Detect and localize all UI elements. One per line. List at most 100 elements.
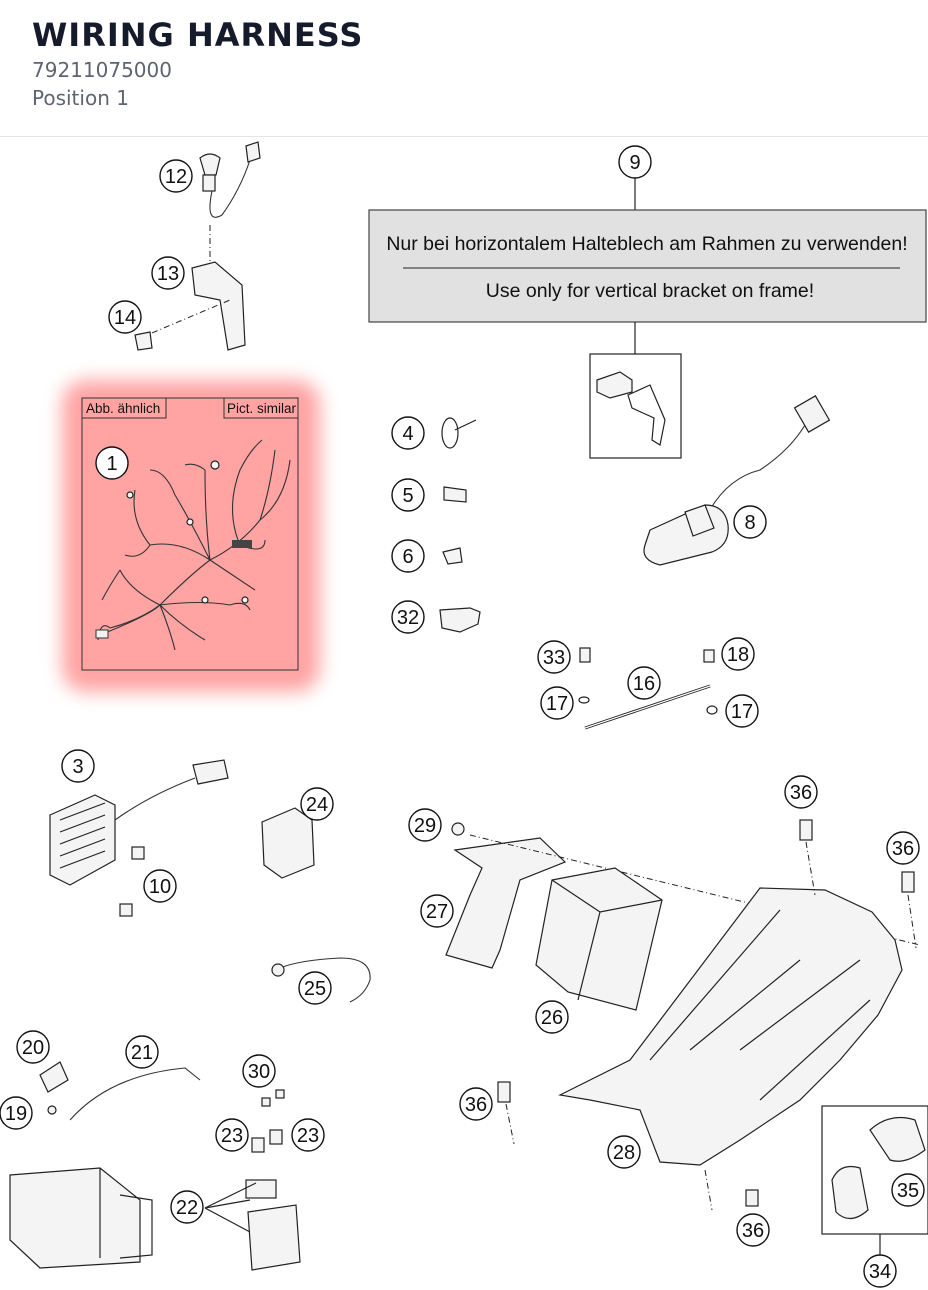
callout-label: 36 bbox=[892, 838, 914, 860]
callout-label: 36 bbox=[790, 782, 812, 804]
callout-circle bbox=[298, 971, 332, 1005]
callout-22[interactable]: 22 bbox=[170, 1190, 204, 1224]
callout-label: 24 bbox=[306, 794, 328, 816]
callout-circle bbox=[721, 637, 755, 671]
callout-circle bbox=[618, 145, 652, 179]
callout-label: 12 bbox=[165, 166, 187, 188]
callout-label: 3 bbox=[72, 756, 83, 778]
callout-circle bbox=[108, 300, 142, 334]
starter-motor-drawing[interactable] bbox=[9, 1167, 153, 1269]
callout-35[interactable]: 35 bbox=[891, 1173, 925, 1207]
callout-label: 23 bbox=[297, 1125, 319, 1147]
callout-label: 13 bbox=[157, 263, 179, 285]
capacitor-drawing[interactable] bbox=[643, 395, 831, 566]
callout-circle bbox=[143, 869, 177, 903]
callout-circle bbox=[540, 686, 574, 720]
callout-17[interactable]: 17 bbox=[540, 686, 574, 720]
callout-4[interactable]: 4 bbox=[391, 416, 425, 450]
callout-label: 10 bbox=[149, 876, 171, 898]
sensor-drawing[interactable] bbox=[134, 141, 261, 351]
callout-16[interactable]: 16 bbox=[627, 666, 661, 700]
callout-23[interactable]: 23 bbox=[215, 1118, 249, 1152]
callout-32[interactable]: 32 bbox=[391, 600, 425, 634]
ground-cable-drawing[interactable] bbox=[279, 957, 371, 1003]
callout-circle bbox=[408, 808, 442, 842]
callout-25[interactable]: 25 bbox=[298, 971, 332, 1005]
callout-19[interactable]: 19 bbox=[0, 1096, 33, 1130]
callout-1[interactable]: 1 bbox=[95, 446, 129, 480]
callout-8[interactable]: 8 bbox=[733, 505, 767, 539]
callout-circle bbox=[535, 1000, 569, 1034]
frame-drawing[interactable] bbox=[497, 819, 917, 1211]
callout-circle bbox=[891, 1173, 925, 1207]
callout-circle bbox=[300, 787, 334, 821]
callout-6[interactable]: 6 bbox=[391, 539, 425, 573]
callout-label: 29 bbox=[414, 815, 436, 837]
callout-label: 23 bbox=[221, 1125, 243, 1147]
callout-26[interactable]: 26 bbox=[535, 1000, 569, 1034]
callout-circle bbox=[16, 1030, 50, 1064]
part-number: 79211075000 bbox=[32, 58, 172, 82]
callout-20[interactable]: 20 bbox=[16, 1030, 50, 1064]
callout-10[interactable]: 10 bbox=[143, 869, 177, 903]
starter-cable-drawing[interactable] bbox=[39, 1061, 201, 1121]
callout-34[interactable]: 34 bbox=[863, 1254, 897, 1288]
callout-36[interactable]: 36 bbox=[886, 831, 920, 865]
callout-label: 32 bbox=[397, 607, 419, 629]
bracket-drawing[interactable] bbox=[596, 371, 666, 446]
callout-circle bbox=[537, 640, 571, 674]
callout-30[interactable]: 30 bbox=[242, 1054, 276, 1088]
callout-circle bbox=[733, 505, 767, 539]
callout-circle bbox=[607, 1135, 641, 1169]
callout-circle bbox=[170, 1190, 204, 1224]
callout-circle bbox=[784, 775, 818, 809]
callout-circle bbox=[291, 1118, 325, 1152]
callout-36[interactable]: 36 bbox=[736, 1213, 770, 1247]
callout-circle bbox=[725, 694, 759, 728]
callout-label: 30 bbox=[248, 1061, 270, 1083]
callout-33[interactable]: 33 bbox=[537, 640, 571, 674]
callout-label: 18 bbox=[727, 644, 749, 666]
callout-3[interactable]: 3 bbox=[61, 749, 95, 783]
callout-28[interactable]: 28 bbox=[607, 1135, 641, 1169]
rod-drawing[interactable] bbox=[578, 647, 718, 730]
callout-label: 1 bbox=[106, 453, 117, 475]
callout-27[interactable]: 27 bbox=[420, 894, 454, 928]
callout-label: 4 bbox=[402, 423, 413, 445]
callout-label: 20 bbox=[22, 1037, 44, 1059]
callout-12[interactable]: 12 bbox=[159, 159, 193, 193]
callout-13[interactable]: 13 bbox=[151, 256, 185, 290]
callout-circle bbox=[736, 1213, 770, 1247]
callout-21[interactable]: 21 bbox=[125, 1035, 159, 1069]
callout-36[interactable]: 36 bbox=[459, 1087, 493, 1121]
callout-circle bbox=[863, 1254, 897, 1288]
callout-5[interactable]: 5 bbox=[391, 478, 425, 512]
wiring-harness-drawing[interactable] bbox=[81, 397, 299, 671]
callout-circle bbox=[242, 1054, 276, 1088]
callout-label: 19 bbox=[5, 1103, 27, 1125]
small-parts-drawing[interactable] bbox=[439, 417, 481, 633]
pict-note-left: Abb. ähnlich bbox=[86, 401, 160, 416]
callout-14[interactable]: 14 bbox=[108, 300, 142, 334]
callout-circle bbox=[886, 831, 920, 865]
callout-label: 17 bbox=[731, 701, 753, 723]
callout-label: 22 bbox=[176, 1197, 198, 1219]
callout-24[interactable]: 24 bbox=[300, 787, 334, 821]
battery-drawing[interactable] bbox=[535, 867, 663, 1011]
callout-circle bbox=[391, 478, 425, 512]
regulator-drawing[interactable] bbox=[49, 759, 229, 917]
callout-18[interactable]: 18 bbox=[721, 637, 755, 671]
callout-9[interactable]: 9 bbox=[618, 145, 652, 179]
callout-label: 36 bbox=[742, 1220, 764, 1242]
highlight-item-1[interactable] bbox=[62, 380, 320, 692]
fuse-box-drawing[interactable] bbox=[204, 1089, 301, 1271]
note-english: Use only for vertical bracket on frame! bbox=[486, 280, 814, 302]
callout-17[interactable]: 17 bbox=[725, 694, 759, 728]
pict-note-right: Pict. similar bbox=[227, 401, 297, 416]
relay-drawing[interactable] bbox=[261, 807, 315, 879]
callout-36[interactable]: 36 bbox=[784, 775, 818, 809]
callout-label: 16 bbox=[633, 673, 655, 695]
callout-23[interactable]: 23 bbox=[291, 1118, 325, 1152]
clip-drawing[interactable] bbox=[831, 1117, 926, 1220]
callout-29[interactable]: 29 bbox=[408, 808, 442, 842]
